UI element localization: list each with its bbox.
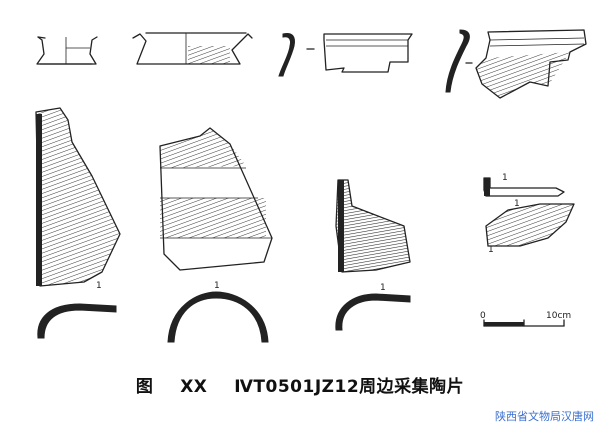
profile-7 xyxy=(335,293,411,331)
watermark-text: 陕西省文物局汉唐网 xyxy=(495,410,594,423)
sherd-rim-4 xyxy=(445,29,587,99)
svg-text:1: 1 xyxy=(96,281,102,291)
svg-text:1: 1 xyxy=(502,173,508,183)
sherd-rim-2 xyxy=(132,32,253,65)
figure-title: ⅣT0501JZ12周边采集陶片 xyxy=(234,377,465,397)
sherd-fragment-8: 1 1 1 xyxy=(483,173,575,255)
svg-text:1: 1 xyxy=(514,199,520,209)
profile-6 xyxy=(167,291,269,343)
figure-label: 图 xyxy=(135,377,154,397)
scale-bar-start: 0 xyxy=(480,311,486,321)
sherd-body-6: 1 xyxy=(159,127,273,291)
svg-text:1: 1 xyxy=(214,281,220,291)
sherd-rim-1 xyxy=(36,36,98,65)
svg-text:1: 1 xyxy=(380,283,386,293)
figure-caption: 图 XX ⅣT0501JZ12周边采集陶片 xyxy=(0,372,600,397)
sherd-body-7: 1 xyxy=(335,179,411,293)
svg-text:1: 1 xyxy=(488,245,494,255)
scale-bar-end: 10cm xyxy=(546,311,571,321)
sherd-body-5: 1 xyxy=(35,107,121,291)
profile-5 xyxy=(37,303,117,339)
scale-bar: 0 10cm xyxy=(480,311,571,327)
sherd-rim-3 xyxy=(278,33,413,77)
figure-number: XX xyxy=(180,377,208,397)
